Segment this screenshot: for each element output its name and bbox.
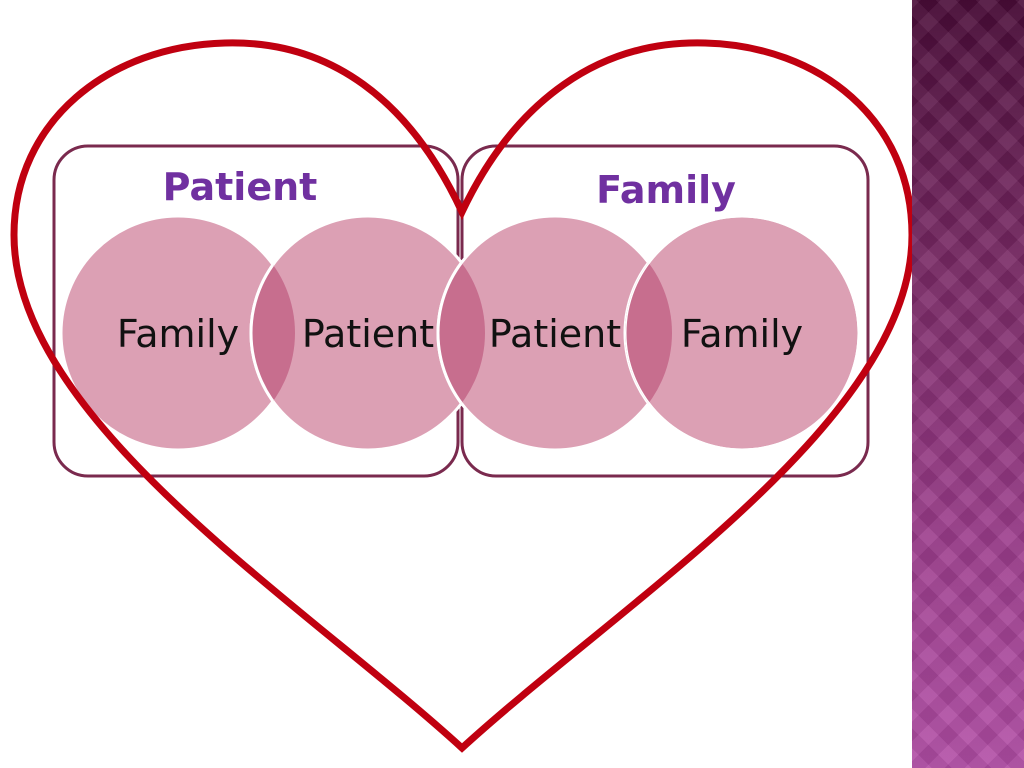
heart-outline <box>10 39 912 753</box>
group-title-right: Family <box>596 168 736 212</box>
overlap-center-separator <box>436 216 485 450</box>
circle-label-right-1: Patient <box>489 312 621 356</box>
circle-label-left-2: Patient <box>302 312 434 356</box>
circle-label-left-1: Family <box>117 312 239 356</box>
decorative-side-band <box>912 0 1024 768</box>
heart-venn-diagram: Patient Family Family Patient Patient Fa… <box>10 39 912 753</box>
circle-label-right-2: Family <box>681 312 803 356</box>
group-title-left: Patient <box>163 165 318 209</box>
overlap-left-separator <box>249 216 295 450</box>
